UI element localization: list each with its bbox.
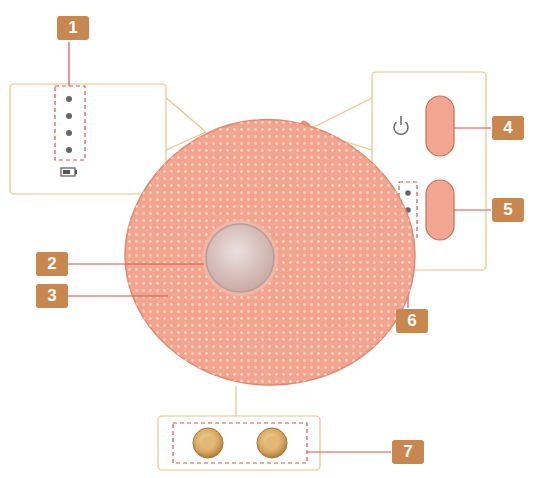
cleansing-device xyxy=(60,120,415,385)
callout-number: 6 xyxy=(396,309,428,333)
callout-number: 5 xyxy=(492,198,524,222)
callout-number: 1 xyxy=(57,16,89,40)
callout-number: 3 xyxy=(36,284,68,308)
callout-number: 4 xyxy=(492,116,524,140)
callout-number: 2 xyxy=(36,252,68,276)
charging-panel xyxy=(158,386,391,470)
callout-number: 7 xyxy=(392,440,424,464)
